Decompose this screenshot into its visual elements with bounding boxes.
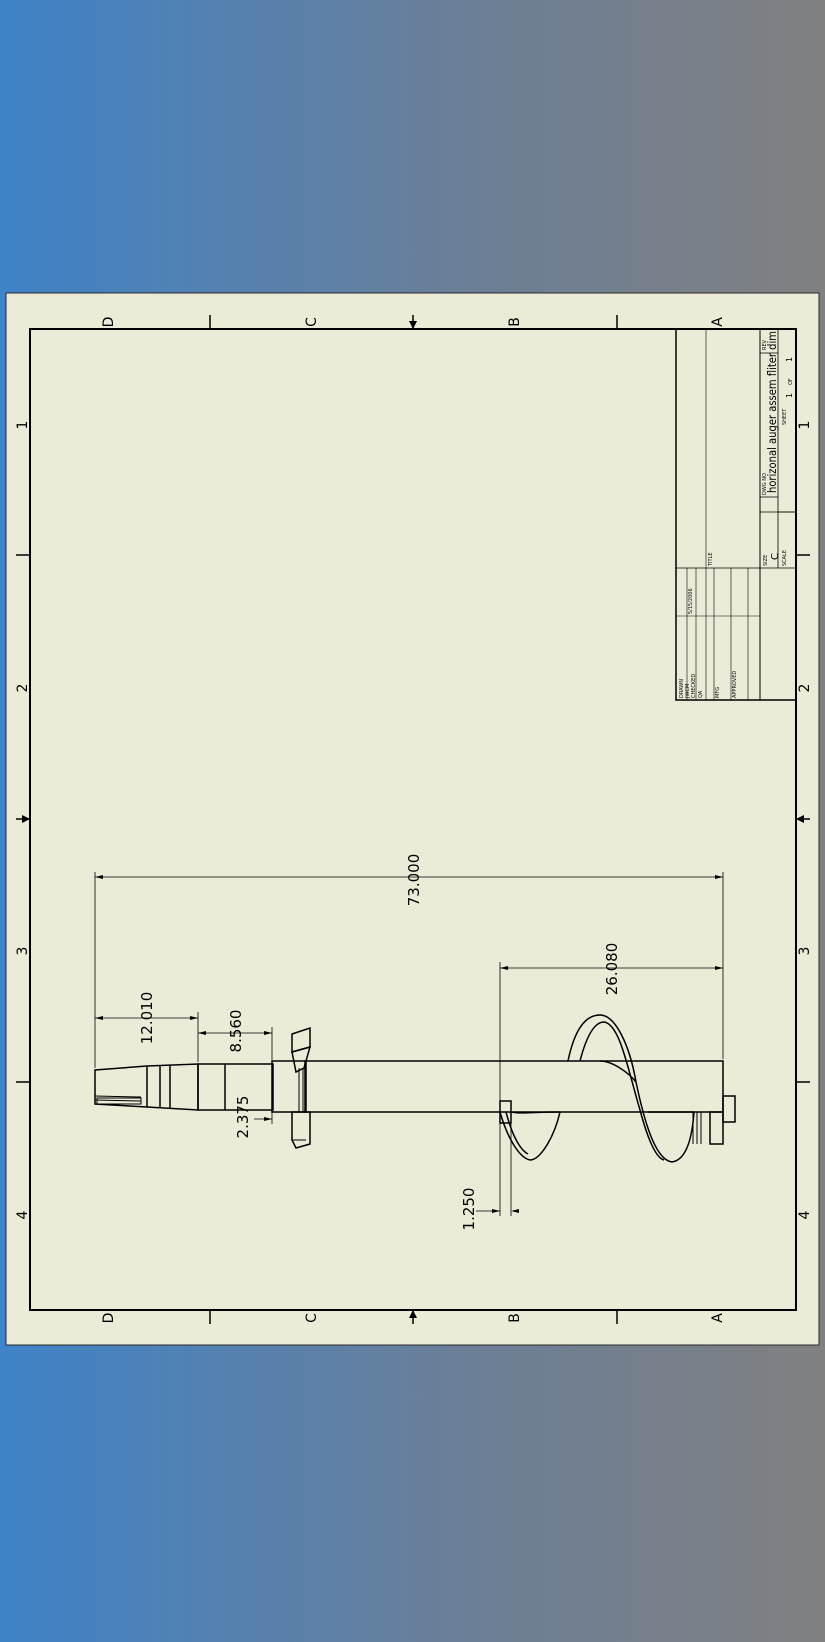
qa-label: QA	[698, 690, 704, 698]
zone-number: 2	[797, 684, 813, 693]
zone-letter: B	[507, 317, 523, 327]
dwg-no-label: DWG NO	[762, 473, 768, 495]
title-block	[675, 328, 797, 701]
zone-numbers-right: 1 2 3 4	[797, 421, 813, 1220]
drawn-label: DRAWN	[679, 679, 685, 698]
dimension-values: 73.000 26.080 12.010 8.560 2.375 1.250	[138, 854, 621, 1231]
dimension-arrows	[95, 875, 723, 1213]
sheet-label: SHEET	[782, 408, 788, 425]
size-value: C	[770, 553, 781, 560]
zone-letter: D	[101, 317, 117, 328]
zone-number: 4	[797, 1210, 813, 1219]
centering-arrows	[22, 321, 804, 1318]
zone-number: 2	[15, 684, 31, 693]
zone-number: 1	[15, 421, 31, 430]
dimension-lines	[94, 872, 724, 1216]
flight-length-dimension: 26.080	[603, 943, 621, 996]
date-value: 5/15/2006	[688, 588, 694, 614]
mfg-label: MFG	[715, 687, 721, 698]
sheet-total: 1	[785, 357, 794, 362]
rev-label: REV	[762, 339, 768, 350]
checked-label: CHECKED	[691, 674, 697, 698]
zone-letters-bottom: D C B A	[101, 1313, 726, 1324]
zone-letter: D	[101, 1313, 117, 1324]
zone-letter: C	[304, 1313, 320, 1323]
zone-number: 3	[15, 947, 31, 956]
zone-number: 1	[797, 421, 813, 430]
sheet-number: 1	[785, 393, 794, 398]
collar-offset-dimension: 8.560	[227, 1010, 245, 1053]
zone-letter: C	[304, 317, 320, 327]
title-block-text: DRAWN JWCM CHECKED QA MFG APPROVED 5/15/…	[679, 331, 794, 699]
drawn-by-value: JWCM	[685, 684, 691, 699]
size-label: SIZE	[763, 555, 769, 566]
zone-number: 3	[797, 947, 813, 956]
scale-label: SCALE	[782, 550, 788, 566]
flight-clearance-dimension: 1.250	[460, 1188, 478, 1231]
zone-letter: A	[710, 317, 726, 327]
zone-letter: A	[710, 1313, 726, 1323]
dwg-no-value: horizonal auger assem fliter dim	[765, 331, 779, 493]
hitch-collar	[291, 1026, 312, 1149]
shaft-step-dimension: 2.375	[234, 1096, 252, 1139]
title-label: TITLE	[708, 552, 714, 567]
zone-letters-top: D C B A	[101, 317, 726, 328]
zone-number: 4	[15, 1210, 31, 1219]
overall-length-dimension: 73.000	[405, 854, 423, 907]
zone-letter: B	[507, 1313, 523, 1323]
hitch-offset-dimension: 12.010	[138, 992, 156, 1045]
of-label: OF	[788, 378, 794, 385]
drawing-sheet	[5, 292, 820, 1346]
approved-label: APPROVED	[732, 671, 738, 698]
zone-numbers-left: 1 2 3 4	[15, 421, 31, 1220]
auger-flighting	[499, 1014, 695, 1163]
